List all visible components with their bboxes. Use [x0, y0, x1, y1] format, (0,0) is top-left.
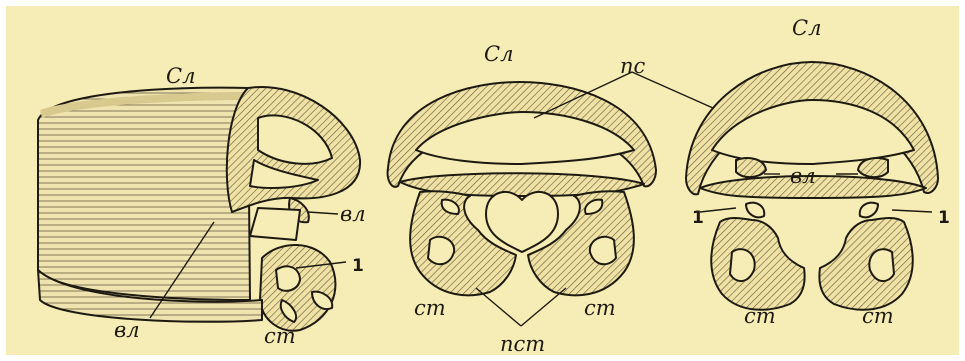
stem-right-3-cavity: [869, 249, 894, 281]
cross-section-closed: [388, 82, 656, 295]
stem-left-3: [711, 218, 804, 310]
valve-pocket: [250, 208, 300, 240]
label-pst-fig2: пст: [500, 334, 545, 355]
label-sl-fig1: Сл: [166, 66, 195, 87]
label-st-fig3-left: ст: [744, 306, 776, 327]
stem-right-cavity: [590, 237, 616, 264]
label-sl-fig3: Сл: [792, 18, 821, 39]
stem-right-3-notch: [860, 203, 878, 218]
label-1-fig3-left: 1: [692, 210, 704, 227]
stem-right-3: [819, 218, 912, 310]
label-1-fig3-right: 1: [938, 210, 950, 227]
label-st-fig2-right: ст: [584, 298, 616, 319]
stem-left-cavity: [428, 237, 454, 264]
central-cavity: [486, 192, 558, 252]
label-ps-fig2: пс: [620, 56, 645, 77]
label-sl-fig2: Сл: [484, 44, 513, 65]
perspective-view: [38, 87, 360, 331]
upper-lip-body: [38, 88, 250, 300]
stem-left-3-notch: [746, 203, 764, 218]
illustration-frame: Сл вл вл 1 ст Сл пс ст ст пст Сл вл 1 1 …: [6, 6, 959, 355]
stem-front: [260, 245, 335, 331]
label-1-fig1: 1: [352, 258, 364, 275]
stem-cavity: [276, 266, 300, 290]
diagram-canvas: [6, 6, 959, 355]
label-vl-fig1-right: вл: [340, 204, 366, 225]
label-vl-fig3: вл: [790, 166, 816, 187]
stem-left-3-cavity: [730, 249, 755, 281]
label-st-fig1: ст: [264, 326, 296, 347]
inner-lip-left: [736, 158, 766, 177]
label-vl-fig1-bottom: вл: [114, 320, 140, 341]
label-st-fig2-left: ст: [414, 298, 446, 319]
inner-lip-right: [858, 158, 888, 177]
label-st-fig3-right: ст: [862, 306, 894, 327]
